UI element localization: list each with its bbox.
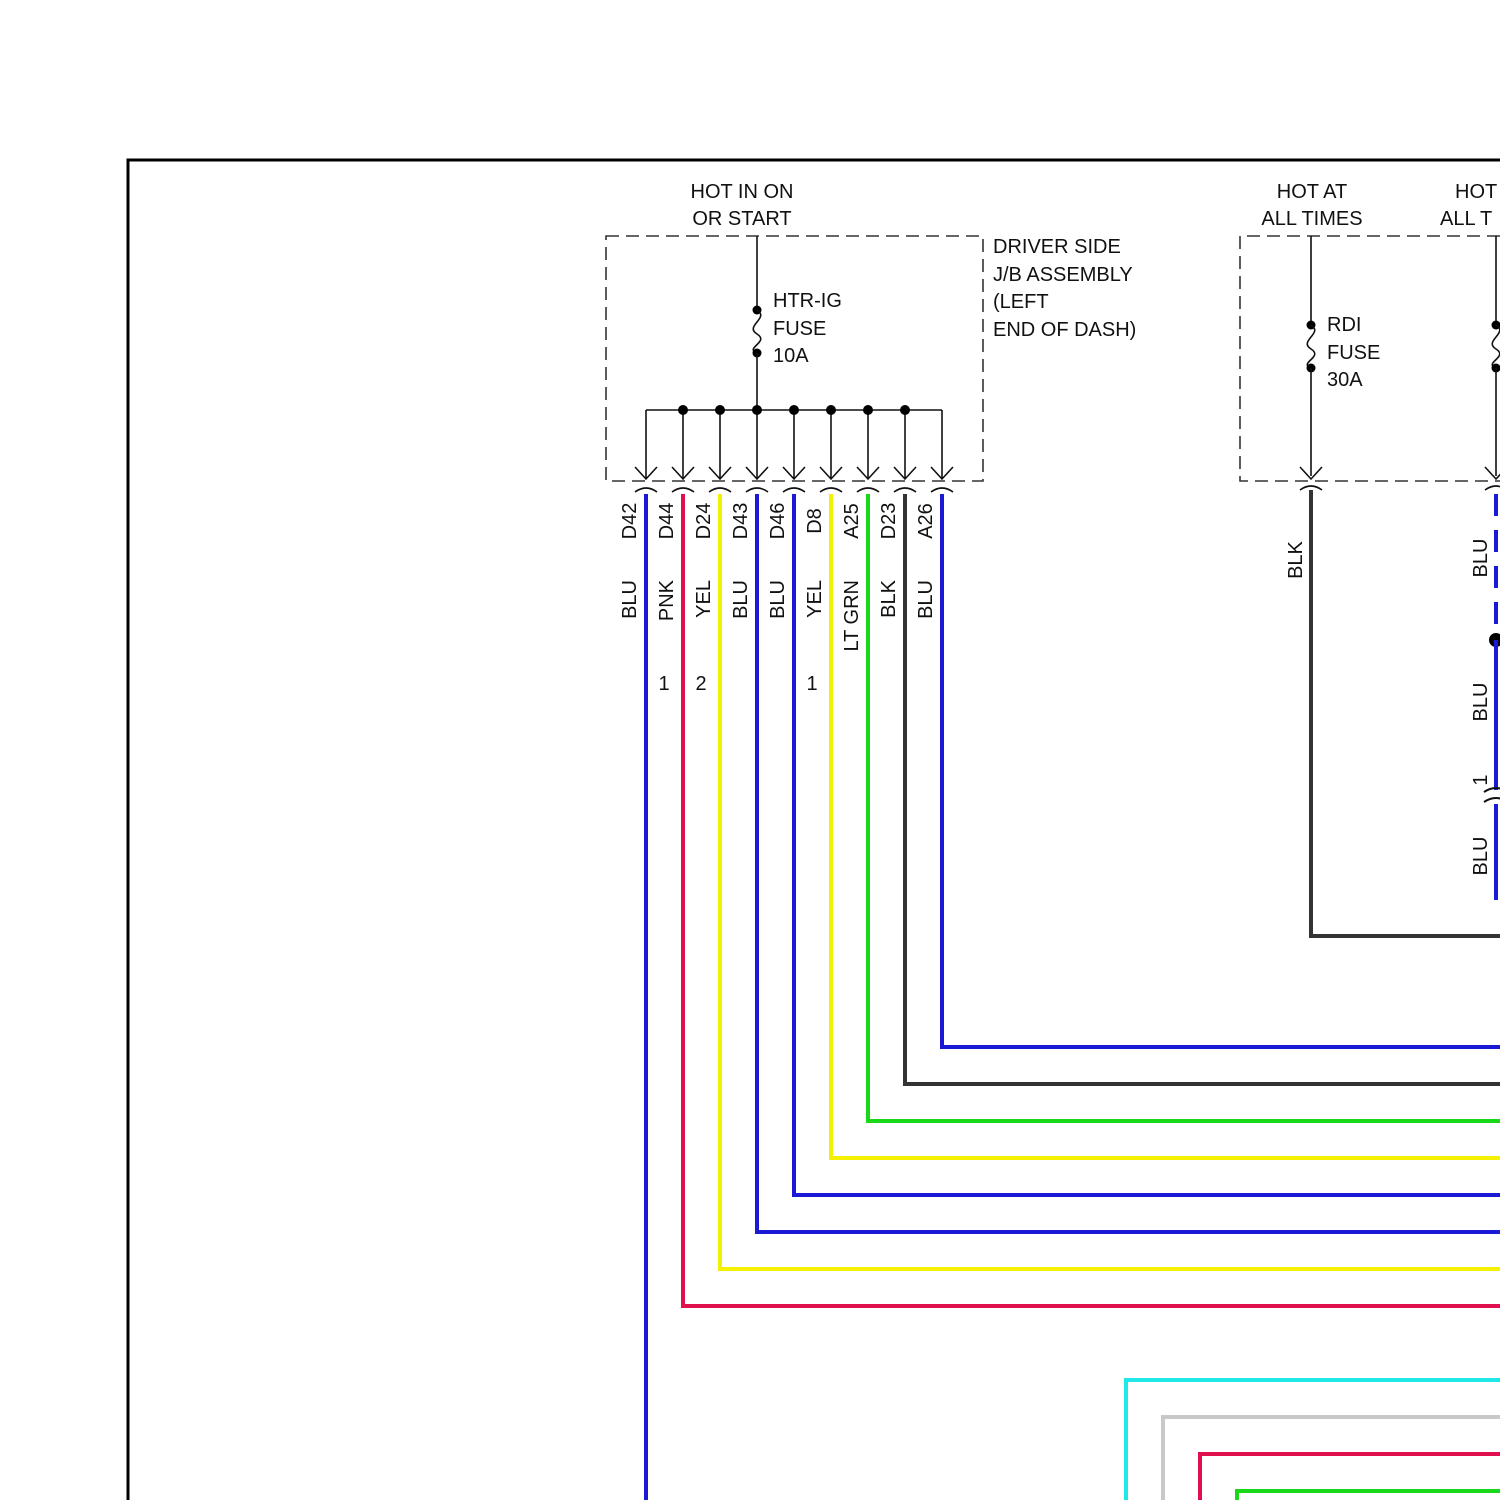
- splice-number-label: 2: [695, 673, 706, 695]
- pin-label: D42: [619, 503, 641, 540]
- pin-label: D24: [693, 503, 715, 540]
- rdi-wire-color-label: BLK: [1285, 540, 1307, 578]
- wire-color-label: LT GRN: [841, 580, 863, 652]
- jb-assembly-label-4: END OF DASH): [993, 319, 1136, 341]
- pin-label: D8: [804, 508, 826, 534]
- partial-splice-number: 1: [1470, 774, 1492, 785]
- partial-fuse-icon: [1492, 325, 1500, 368]
- connector-cup-icon: [820, 488, 842, 492]
- connector-arrow-icon: [1485, 467, 1500, 479]
- splice-number-label: 1: [658, 673, 669, 695]
- partial-hot-label-1: HOT: [1455, 181, 1497, 203]
- pin-label: A26: [915, 503, 937, 539]
- bus-junction-dot: [900, 405, 910, 415]
- bottom-wire-lt-grn: [1237, 1491, 1500, 1500]
- bottom-wire-cyan: [1126, 1380, 1500, 1500]
- wire-color-label: BLU: [915, 580, 937, 619]
- bottom-wire-pnk: [1200, 1454, 1500, 1500]
- connector-cup-icon: [894, 488, 916, 492]
- pin-label: D23: [878, 503, 900, 540]
- pin-label: A25: [841, 503, 863, 539]
- wire-color-label: BLU: [767, 580, 789, 619]
- bus-junction-dot: [715, 405, 725, 415]
- htr-ig-fuse-word: FUSE: [773, 318, 826, 340]
- jb-assembly-label-2: J/B ASSEMBLY: [993, 264, 1133, 286]
- partial-wire-label-3: BLU: [1470, 837, 1492, 876]
- rdi-fuse-icon: [1307, 325, 1315, 368]
- wire-color-label: YEL: [804, 580, 826, 618]
- partial-wire-label-1: BLU: [1470, 539, 1492, 578]
- htr-ig-fuse-icon: [753, 310, 761, 353]
- splice-number-label: 1: [806, 673, 817, 695]
- wire-color-label: BLU: [730, 580, 752, 619]
- hot-at-all-times-label-2: ALL TIMES: [1261, 208, 1362, 230]
- wire-d24: [720, 494, 1500, 1269]
- or-start-label: OR START: [692, 208, 791, 230]
- pin-label: D43: [730, 503, 752, 540]
- connector-cup-icon: [931, 488, 953, 492]
- wire-color-label: PNK: [656, 579, 678, 621]
- wire-a26: [942, 494, 1500, 1047]
- connector-cup-icon: [857, 488, 879, 492]
- diagram-frame: [128, 160, 1500, 1500]
- rdi-fuse-word: FUSE: [1327, 342, 1380, 364]
- bus-junction-dot: [678, 405, 688, 415]
- partial-wire-label-2: BLU: [1470, 683, 1492, 722]
- connector-cup-icon: [1300, 486, 1322, 490]
- wire-color-label: YEL: [693, 580, 715, 618]
- htr-ig-fuse-name: HTR-IG: [773, 290, 842, 312]
- pin-label: D46: [767, 503, 789, 540]
- bus-junction-dot: [752, 405, 762, 415]
- bus-junction-dot: [789, 405, 799, 415]
- hot-at-all-times-label-1: HOT AT: [1277, 181, 1347, 203]
- partial-hot-label-2: ALL T: [1440, 208, 1492, 230]
- connector-cup-icon: [783, 488, 805, 492]
- rdi-fuse-name: RDI: [1327, 314, 1361, 336]
- wire-d23: [905, 494, 1500, 1084]
- connector-cup-icon: [746, 488, 768, 492]
- connector-cup-icon: [709, 488, 731, 492]
- hot-in-on-label: HOT IN ON: [691, 181, 794, 203]
- connector-cup-icon: [635, 488, 657, 492]
- wire-color-label: BLU: [619, 580, 641, 619]
- bus-junction-dot: [826, 405, 836, 415]
- wire-a25: [868, 494, 1500, 1121]
- bus-junction-dot: [863, 405, 873, 415]
- jb-assembly-label-1: DRIVER SIDE: [993, 236, 1121, 258]
- bottom-wire-gray: [1163, 1417, 1500, 1500]
- connector-cup-icon: [672, 488, 694, 492]
- htr-ig-fuse-rating: 10A: [773, 345, 809, 367]
- rdi-fuse-rating: 30A: [1327, 369, 1363, 391]
- connector-cup-icon: [1485, 486, 1500, 490]
- partial-connector-icon: [1484, 788, 1500, 802]
- jb-assembly-label-3: (LEFT: [993, 291, 1049, 313]
- pin-label: D44: [656, 503, 678, 540]
- wire-color-label: BLK: [878, 579, 900, 617]
